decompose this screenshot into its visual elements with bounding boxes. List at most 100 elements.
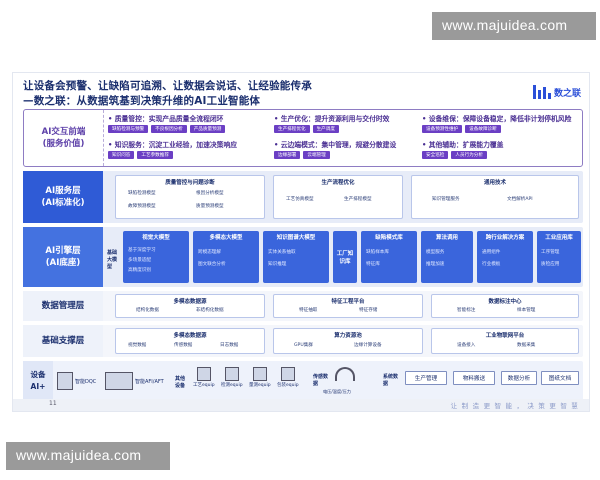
equip-label: 包装equip [277, 383, 299, 388]
service-layer-label: AI服务层 (AI标准化) [23, 171, 103, 223]
ai-engine-layer: AI引擎层 (AI底座) 基础大模型 视觉大模型 基于深度学习 多场景适配 高精… [23, 227, 583, 287]
engine-box-knowledge-graph[interactable]: 知识图谱大模型 实体关系抽取 知识推理 [263, 231, 329, 283]
value-block-head: • 云边端模式：集中管理，规避分散建设 [274, 141, 397, 149]
engine-box-factory-kb[interactable]: 工厂知识库 [333, 231, 357, 283]
device-label: 智能DQC [75, 378, 97, 385]
value-block-head: • 其他辅助：扩展能力覆盖 [422, 141, 504, 149]
value-block-production: • 生产优化：提升资源利用与交付时效 生产排程优化 生产调度 [274, 113, 389, 133]
data-box-labeling[interactable]: 数据标注中心 智能标注 样本管理 [431, 294, 579, 318]
value-chip[interactable]: 生产调度 [312, 125, 339, 133]
value-chip[interactable]: 设备预测性维护 [422, 125, 463, 133]
value-block-head: • 生产优化：提升资源利用与交付时效 [274, 115, 390, 123]
device-label-line1: 设备 [30, 370, 46, 379]
service-label-line1: AI服务层 [45, 186, 81, 196]
ai-service-layer: AI服务层 (AI标准化) 质量管控与问题诊断 缺陷检测模型 根因分析模型 故障… [23, 171, 583, 223]
engine-label-line2: (AI底座) [45, 258, 81, 268]
value-block-head: • 设备维保：保障设备稳定，降低非计划停机风险 [422, 115, 572, 123]
data-box-feature[interactable]: 特征工程平台 特征抽取 特征存储 [273, 294, 423, 318]
device-dqc[interactable]: 智能DQC [57, 367, 96, 395]
slide-footer: 11 让 制 造 更 智 能 ， 决 策 更 智 慧 [13, 399, 589, 411]
base-item: 日志数据 [220, 343, 239, 348]
service-item: 根因分析模型 [196, 191, 224, 196]
value-chip[interactable]: 云端管理 [303, 151, 330, 159]
machine-icon [57, 372, 73, 390]
value-chip[interactable]: 设备故障诊断 [465, 125, 501, 133]
engine-box-defect-lib[interactable]: 缺陷模式库 缺陷样本库 特征库 [361, 231, 417, 283]
base-item: GPU集群 [294, 343, 313, 348]
value-chip[interactable]: 缺陷检测与预警 [108, 125, 149, 133]
base-box-title: 工业物联网平台 [485, 333, 525, 339]
engine-box-algorithm[interactable]: 算法调用 模型服务 推理加速 [421, 231, 473, 283]
page-number: 11 [49, 400, 57, 407]
base-item: 设备接入 [457, 343, 476, 348]
base-item: 视觉数据 [128, 343, 147, 348]
system-button-docs[interactable]: 图纸文档 [541, 371, 579, 385]
value-chip[interactable]: 生产排程优化 [274, 125, 310, 133]
equip-label: 工艺equip [193, 383, 215, 388]
service-group-title: 通用技术 [483, 180, 506, 186]
engine-item: 基于深度学习 [128, 248, 156, 253]
engine-box-cross-industry[interactable]: 跨行业解决方案 通用组件 行业模板 [477, 231, 533, 283]
value-block-cloud-edge: • 云边端模式：集中管理，规避分散建设 边缘部署 云端管理 [274, 139, 396, 159]
value-block-quality: • 质量管控：实现产品质量全流程闭环 缺陷检测与预警 不良根因分析 产品质量预测 [108, 113, 226, 133]
engine-item: 高精度识别 [128, 268, 151, 273]
data-box-title: 数据标注中心 [488, 299, 522, 305]
base-item: 边缘计算设备 [354, 343, 382, 348]
data-item: 结构化数据 [136, 308, 159, 313]
equip-1[interactable]: 工艺equip [193, 367, 215, 395]
sensor-label: 传感数据 [313, 374, 329, 387]
value-chip[interactable]: 不良根因分析 [151, 125, 187, 133]
engine-item: 跨模态理解 [198, 250, 221, 255]
data-item: 智能标注 [457, 308, 476, 313]
value-chip[interactable]: 产品质量预测 [189, 125, 226, 133]
data-item: 特征抽取 [299, 308, 318, 313]
service-group-production[interactable]: 生产流程优化 工艺仿真模型 生产排程模型 [273, 175, 403, 219]
header-line-2: —数之联：从数据筑基到决策升维的AI工业智能体 [23, 95, 261, 107]
value-block-other: • 其他辅助：扩展能力覆盖 安全巡检 人员行为分析 [422, 139, 503, 159]
equip-2[interactable]: 检测equip [221, 367, 243, 395]
service-item: 文档解析API [507, 197, 533, 202]
base-box-sources[interactable]: 多模态数据源 视觉数据 传感数据 日志数据 [115, 328, 265, 354]
value-chip[interactable]: 边缘部署 [274, 151, 301, 159]
engine-item: 推理加速 [426, 262, 445, 267]
equipment-icon [252, 367, 267, 381]
engine-box-title: 缺陷模式库 [375, 235, 403, 241]
equip-4[interactable]: 包装equip [277, 367, 299, 395]
service-group-quality[interactable]: 质量管控与问题诊断 缺陷检测模型 根因分析模型 故障预测模型 质量预测模型 [115, 175, 265, 219]
footer-slogan: 让 制 造 更 智 能 ， 决 策 更 智 慧 [450, 402, 579, 410]
engine-box-multimodal[interactable]: 多模态大模型 跨模态理解 图文联合分析 [193, 231, 259, 283]
data-item: 特征存储 [359, 308, 378, 313]
engine-box-vision[interactable]: 视觉大模型 基于深度学习 多场景适配 高精度识别 [123, 231, 189, 283]
equip-3[interactable]: 量测equip [249, 367, 271, 395]
gauge-icon [335, 367, 355, 381]
value-chip[interactable]: 工艺参数推荐 [137, 151, 173, 159]
value-chip[interactable]: 人员行为分析 [451, 151, 487, 159]
engine-item: 质检应用 [541, 262, 560, 267]
service-group-general[interactable]: 通用技术 知识管理服务 文档解析API [411, 175, 579, 219]
engine-item: 知识推理 [268, 262, 287, 267]
value-chip[interactable]: 安全巡检 [422, 151, 449, 159]
value-layer-label: AI交互前端 (服务价值) [24, 110, 104, 166]
engine-box-title: 视觉大模型 [142, 235, 170, 241]
system-data-label: 系统数据 [383, 374, 399, 387]
data-box-sources[interactable]: 多模态数据源 结构化数据 非结构化数据 [115, 294, 265, 318]
system-button-material[interactable]: 物料搬送 [453, 371, 495, 385]
system-button-production[interactable]: 生产管理 [405, 371, 447, 385]
engine-label-line1: AI引擎层 [45, 246, 81, 256]
engine-box-title: 工厂知识库 [336, 251, 354, 265]
service-item: 生产排程模型 [344, 197, 372, 202]
value-chip[interactable]: 知识问答 [108, 151, 135, 159]
watermark-top: www.majuidea.com [432, 12, 596, 40]
engine-item: 行业模板 [482, 262, 501, 267]
service-item: 工艺仿真模型 [286, 197, 314, 202]
data-management-layer: 数据管理层 多模态数据源 结构化数据 非结构化数据 特征工程平台 特征抽取 特征… [23, 291, 583, 321]
equip-label: 量测equip [249, 383, 271, 388]
base-box-iot[interactable]: 工业物联网平台 设备接入 数据采集 [431, 328, 579, 354]
device-afi[interactable]: 智能AFI/AFT [105, 367, 164, 395]
engine-box-industrial-app[interactable]: 工业应用库 工序管理 质检应用 [537, 231, 581, 283]
base-box-compute[interactable]: 算力资源池 GPU集群 边缘计算设备 [273, 328, 423, 354]
service-item: 缺陷检测模型 [128, 191, 156, 196]
header-line-1: 让设备会预警、让缺陷可追溯、让数据会说话、让经验能传承 [23, 80, 312, 92]
system-button-analysis[interactable]: 数据分析 [501, 371, 537, 385]
data-layer-label: 数据管理层 [23, 291, 103, 321]
